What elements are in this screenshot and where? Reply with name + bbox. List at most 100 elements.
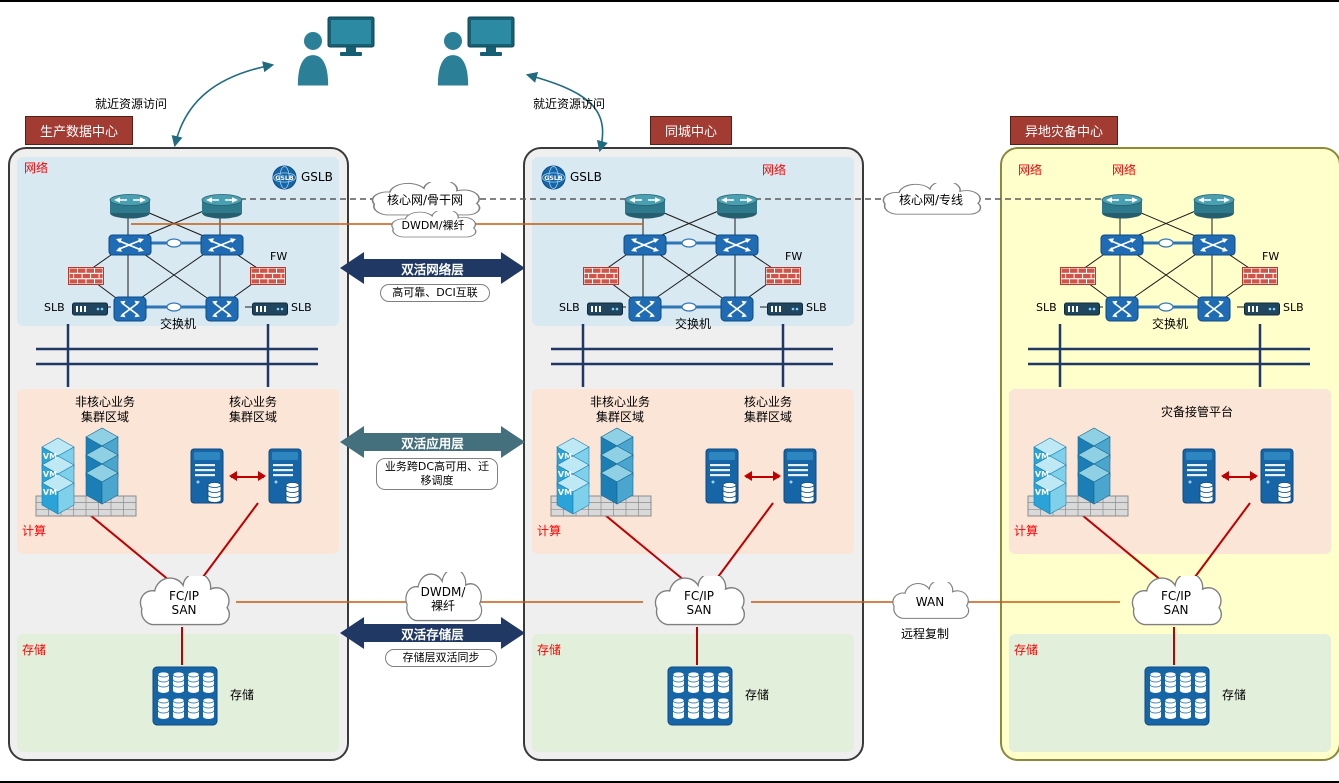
server-icon: [1180, 448, 1218, 506]
dwdm-top-cloud: DWDM/裸纤: [382, 211, 484, 241]
replication-arrow-icon: [229, 471, 266, 481]
storage-array-icon: [152, 666, 218, 726]
title-production-dc: 生产数据中心: [25, 116, 134, 145]
san-cloud-text: FC/IP SAN: [130, 576, 238, 632]
dwdm-storage-line2: 裸纤: [430, 599, 455, 613]
core-backbone-cloud: 核心网/骨干网: [360, 182, 490, 220]
panel-production-dc: 网络 GSLB FW SLB SLB 交换机 非核心业务 集群区域 核心业务 集…: [8, 147, 349, 761]
user-access-arrow-left: [171, 61, 275, 148]
slb-label-left: SLB: [1036, 301, 1057, 314]
app-arrow-subtext: 业务跨DC高可用、迁移调度: [376, 458, 498, 490]
vm-stack-icon: [549, 426, 661, 518]
san-line1: FC/IP: [683, 589, 715, 604]
firewall-icon: [765, 267, 801, 285]
storage-section-label: 存储: [1014, 643, 1039, 657]
vm-stack-icon: [34, 426, 146, 518]
switch-caption: 交换机: [1151, 317, 1188, 331]
wan-cloud: WAN: [884, 582, 976, 624]
core-line1: 核心业务: [228, 395, 277, 409]
firewall-icon: [1242, 267, 1278, 285]
gslb-label: GSLB: [301, 170, 333, 184]
core-cluster-label: 核心业务 集群区域: [198, 395, 308, 425]
router-icon: [1100, 193, 1144, 219]
firewall-label: FW: [270, 250, 288, 263]
slb-icon: [252, 302, 288, 316]
dwdm-storage-line1: DWDM/: [420, 585, 466, 600]
san-cloud-text: FC/IP SAN: [1122, 576, 1230, 632]
slb-label-left: SLB: [559, 301, 580, 314]
replication-arrow-icon: [744, 471, 781, 481]
storage-device-label: 存储: [745, 688, 770, 702]
gslb-label: GSLB: [570, 170, 602, 184]
dr-platform-label: 灾备接管平台: [1160, 405, 1233, 419]
monitor-icon: [467, 16, 515, 60]
core-private-text: 核心网/专线: [898, 193, 964, 208]
storage-array-icon: [667, 666, 733, 726]
fc-ip-san-cloud: FC/IP SAN: [1122, 576, 1230, 632]
san-line1: FC/IP: [1160, 589, 1192, 604]
noncore-cluster-label: 非核心业务 集群区域: [563, 395, 677, 425]
noncore-line1: 非核心业务: [74, 395, 135, 409]
replication-arrow-icon: [1221, 471, 1258, 481]
core-line2: 集群区域: [743, 410, 792, 424]
storage-section-label: 存储: [22, 643, 47, 657]
nearby-access-label-right: 就近资源访问: [533, 97, 606, 111]
fc-ip-san-cloud: FC/IP SAN: [130, 576, 238, 632]
dwdm-storage-cloud: DWDM/ 裸纤: [397, 572, 489, 628]
dwdm-storage-text: DWDM/ 裸纤: [397, 572, 489, 628]
storage-device-label: 存储: [1222, 688, 1247, 702]
switch-caption: 交换机: [159, 317, 196, 331]
slb-icon: [767, 302, 803, 316]
core-private-cloud: 核心网/专线: [872, 183, 990, 219]
slb-icon: [587, 302, 623, 316]
server-icon: [266, 448, 304, 506]
server-icon: [703, 448, 741, 506]
switch-icon: [715, 234, 759, 256]
firewall-icon: [250, 267, 286, 285]
wan-text: WAN: [915, 595, 945, 610]
title-metro-dc: 同城中心: [650, 116, 733, 145]
firewall-label: FW: [1262, 250, 1280, 263]
user-icon: [435, 30, 471, 86]
gslb-globe-icon: [272, 165, 297, 190]
compute-label: 计算: [537, 524, 562, 538]
network-label: 网络: [762, 163, 787, 177]
slb-label-right: SLB: [291, 301, 312, 314]
router-icon: [108, 193, 152, 219]
storage-arrow-subtext: 存储层双活同步: [385, 649, 497, 667]
title-remote-dr-dc: 异地灾备中心: [1010, 116, 1119, 145]
switch-icon: [108, 234, 152, 256]
user-access-arrow-right: [525, 72, 608, 153]
compute-label: 计算: [22, 524, 47, 538]
core-cluster-label: 核心业务 集群区域: [713, 395, 823, 425]
panel-remote-dr-dc: 网络 网络 FW SLB SLB 交换机 灾备接管平台 计算 FC/IP SAN…: [1000, 147, 1339, 761]
router-icon: [200, 193, 244, 219]
gslb-globe-icon: [541, 165, 566, 190]
storage-section-label: 存储: [537, 643, 562, 657]
router-icon: [715, 193, 759, 219]
nearby-access-label-left: 就近资源访问: [95, 97, 168, 111]
vm-stack-icon: [1026, 426, 1138, 518]
panel-metro-dc: GSLB 网络 FW SLB SLB 交换机 非核心业务 集群区域 核心业务 集…: [523, 147, 864, 761]
server-icon: [781, 448, 819, 506]
san-line2: SAN: [171, 603, 197, 617]
noncore-cluster-label: 非核心业务 集群区域: [48, 395, 162, 425]
switch-icon: [200, 234, 244, 256]
network-label: 网络: [1018, 163, 1043, 177]
slb-icon: [1064, 302, 1100, 316]
switch-icon: [1100, 234, 1144, 256]
user-icon: [295, 30, 331, 86]
firewall-icon: [68, 267, 104, 285]
san-line2: SAN: [1163, 603, 1189, 617]
san-line2: SAN: [686, 603, 712, 617]
firewall-label: FW: [785, 250, 803, 263]
server-icon: [1258, 448, 1296, 506]
remote-replication-label: 远程复制: [901, 627, 950, 641]
san-line1: FC/IP: [168, 589, 200, 604]
firewall-icon: [583, 267, 619, 285]
slb-label-right: SLB: [1283, 301, 1304, 314]
network-label-2: 网络: [1112, 163, 1137, 177]
router-icon: [623, 193, 667, 219]
